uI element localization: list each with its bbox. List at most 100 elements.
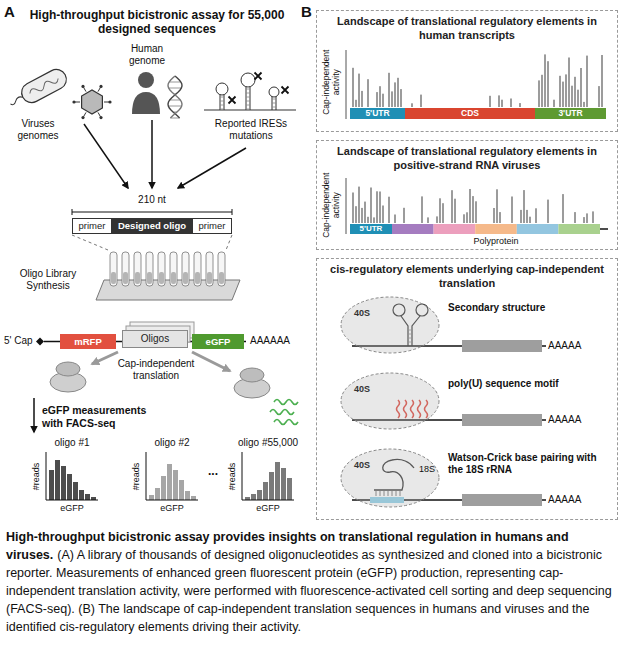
virus-spike xyxy=(84,112,87,116)
utr-segment: 5'UTR xyxy=(350,108,405,119)
activity-spike xyxy=(493,208,495,223)
activity-spike xyxy=(427,217,429,223)
box-label: primer xyxy=(79,221,106,231)
panel-title: High-throughput bicistronic assay for 55… xyxy=(20,8,294,37)
panel-heading: Landscape of translational regulatory el… xyxy=(325,14,609,42)
mutation-mark xyxy=(229,97,236,104)
mrfp-box: mRFP xyxy=(60,334,116,349)
activity-spike xyxy=(498,95,500,107)
activity-spike xyxy=(421,196,423,223)
activity-spike xyxy=(583,217,585,223)
oligos-box: Oligos xyxy=(122,330,188,348)
virus-spike xyxy=(104,102,109,103)
rna-stem xyxy=(272,96,276,110)
utr-tail xyxy=(600,228,608,230)
primer-box: primer xyxy=(72,218,112,234)
histogram-bar xyxy=(155,488,160,500)
dna-rung xyxy=(169,88,182,89)
tube-liquid xyxy=(219,272,224,284)
activity-spike xyxy=(367,79,369,107)
panel-letter: B xyxy=(301,3,312,21)
dna-rung xyxy=(170,100,181,101)
activity-spike xyxy=(586,213,588,223)
y-axis xyxy=(346,178,347,234)
activity-spike xyxy=(553,100,555,107)
histogram-bar xyxy=(173,470,178,500)
egfp-protein xyxy=(274,420,298,425)
ellipsis: ... xyxy=(208,464,218,478)
activity-spike xyxy=(547,61,549,107)
activity-spike xyxy=(601,55,603,107)
activity-spike xyxy=(526,210,528,223)
activity-spike xyxy=(358,74,360,107)
step-label: Cap-independent translation xyxy=(112,358,200,382)
flow-arrow xyxy=(178,148,246,188)
activity-spike xyxy=(355,100,357,107)
box-label: Oligos xyxy=(141,334,169,344)
tube-liquid xyxy=(159,272,164,284)
human-head xyxy=(138,72,154,88)
utr-segment: 3'UTR xyxy=(535,108,606,119)
rna-basepair xyxy=(246,97,250,98)
box-label: 5'UTR xyxy=(360,225,383,233)
rna-basepair xyxy=(220,97,224,98)
ribosome-small xyxy=(240,368,264,382)
tube xyxy=(194,252,201,286)
dna-rung xyxy=(169,82,181,83)
activity-spike xyxy=(586,56,588,107)
source-label: Reported IRESs mutations xyxy=(204,118,298,142)
flow-arrow xyxy=(151,120,153,188)
virus-spike xyxy=(98,112,101,116)
activity-spike xyxy=(364,202,366,223)
rna-basepair xyxy=(246,105,250,106)
axis-label: Cap-independent activity xyxy=(321,172,341,238)
polyprotein-segment xyxy=(392,224,434,234)
activity-spike xyxy=(489,96,491,107)
activity-spike xyxy=(442,203,444,223)
polya-label: AAAAAA xyxy=(250,335,290,347)
activity-spike xyxy=(562,82,564,107)
activity-spike xyxy=(574,212,576,223)
rrna-label: 18S xyxy=(419,464,435,475)
virus-spike xyxy=(84,87,87,91)
virus-spike xyxy=(75,102,80,103)
virus-spike-tip xyxy=(72,100,75,103)
activity-spike xyxy=(475,201,477,223)
landscape-panel: Landscape of translational regulatory el… xyxy=(316,10,618,132)
egfp-box: eGFP xyxy=(192,334,244,349)
polya-label: AAAAA xyxy=(548,494,581,506)
tube xyxy=(218,252,225,286)
rna-basepair xyxy=(220,105,224,106)
polyprotein-segment xyxy=(517,224,559,234)
activity-spike xyxy=(538,80,540,107)
activity-spike xyxy=(501,100,503,107)
polyprotein-segment xyxy=(558,224,600,234)
virus-spike-tip xyxy=(108,100,111,103)
egfp-protein xyxy=(274,400,298,405)
virus-spike-tip xyxy=(99,85,102,88)
histogram-bar xyxy=(251,494,256,500)
activity-spike xyxy=(367,217,369,223)
activity-spike xyxy=(577,90,579,107)
length-label: 210 nt xyxy=(138,194,166,206)
element-label: Watson-Crick base pairing with the 18S r… xyxy=(448,452,612,476)
translation-arrow xyxy=(192,352,230,371)
activity-spike xyxy=(373,217,375,223)
activity-spike xyxy=(529,217,531,223)
histogram-bar xyxy=(161,476,166,500)
activity-spike xyxy=(397,78,399,107)
source-label: Viruses genomes xyxy=(8,118,68,142)
histogram-bar xyxy=(73,482,78,500)
activity-spike xyxy=(388,73,390,107)
axis-label: #reads xyxy=(228,462,239,490)
rna-basepair xyxy=(246,93,250,94)
axis-label: Cap-independent activity xyxy=(321,49,341,115)
histogram-title: oligo #2 xyxy=(154,437,189,449)
translation-arrow xyxy=(92,352,118,364)
axis-label: #reads xyxy=(132,462,143,490)
activity-spike xyxy=(361,208,363,223)
histogram-bar xyxy=(149,495,154,500)
tube xyxy=(122,252,129,286)
activity-spike xyxy=(420,95,422,107)
dna-strand xyxy=(168,76,182,118)
